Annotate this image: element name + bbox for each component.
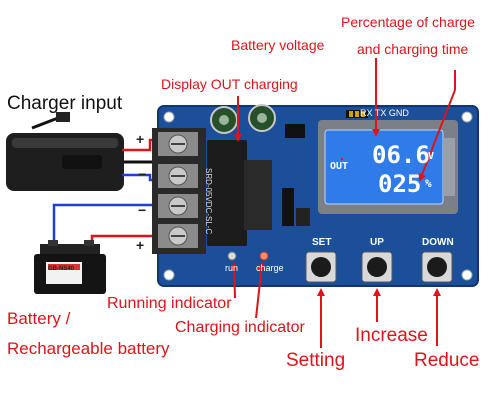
charger-input-label: Charger input — [7, 93, 123, 114]
screw-2 — [158, 164, 198, 188]
up-button-cap — [367, 257, 387, 277]
arrow-running — [230, 262, 239, 299]
charge-label: charge — [256, 263, 284, 273]
lcd — [318, 120, 458, 214]
terminal-plus-top: + — [136, 131, 145, 147]
arrow-percentage — [418, 89, 456, 182]
battery-label-line2: Rechargeable battery — [7, 339, 170, 358]
wire-battery-minus — [52, 203, 176, 246]
charge-led — [259, 251, 269, 261]
header-label: RX TX GND — [360, 108, 409, 118]
screw-3 — [158, 194, 198, 218]
lcd-bottom-value: 025 — [378, 170, 422, 198]
callout-arrows — [230, 58, 456, 348]
up-label: UP — [370, 237, 384, 248]
charging-indicator-label: Charging indicator — [175, 319, 305, 336]
percentage-label-line2: and charging time — [357, 41, 469, 57]
set-button-cap — [311, 257, 331, 277]
percentage-label-line1: Percentage of charge — [341, 14, 475, 30]
charger-adapter — [6, 112, 160, 191]
lcd-top-value: 06.6 — [372, 141, 430, 169]
battery-label-line1: Battery / — [7, 309, 71, 328]
relay-body — [207, 140, 247, 246]
run-led — [227, 251, 237, 261]
lcd-top-unit: V — [428, 151, 435, 162]
battery-brand: GB-NS40 — [48, 266, 75, 272]
buttons — [305, 251, 453, 283]
plug-prongs — [56, 112, 70, 122]
display-out-label: Display OUT charging — [161, 76, 298, 92]
terminal-plus-bottom: + — [136, 237, 145, 253]
arrow-charging — [255, 262, 266, 319]
reduce-label: Reduce — [414, 350, 480, 371]
relay-text: SRD-05VDC-SL-C — [204, 168, 213, 235]
run-label: run — [225, 263, 239, 273]
down-label: DOWN — [422, 237, 454, 248]
charger-cord — [31, 116, 59, 130]
header-pins — [346, 110, 368, 118]
lcd-screen — [325, 130, 443, 204]
setting-label: Setting — [286, 350, 346, 371]
screw-1 — [158, 132, 198, 156]
battery — [34, 240, 106, 294]
running-indicator-label: Running indicator — [107, 295, 232, 312]
lcd-bottom-unit: % — [425, 177, 432, 190]
lcd-out: OUT — [330, 161, 349, 172]
battery-voltage-label: Battery voltage — [231, 37, 325, 53]
down-button-cap — [427, 257, 447, 277]
screw-4 — [158, 224, 198, 248]
increase-label: Increase — [355, 325, 428, 346]
diode — [282, 188, 294, 226]
terminal-minus-bottom: − — [138, 202, 147, 218]
relay — [207, 140, 272, 246]
terminal-minus-top: − — [138, 166, 147, 182]
set-label: SET — [312, 237, 332, 248]
terminal-block — [152, 128, 206, 254]
ic-chip — [285, 124, 305, 138]
